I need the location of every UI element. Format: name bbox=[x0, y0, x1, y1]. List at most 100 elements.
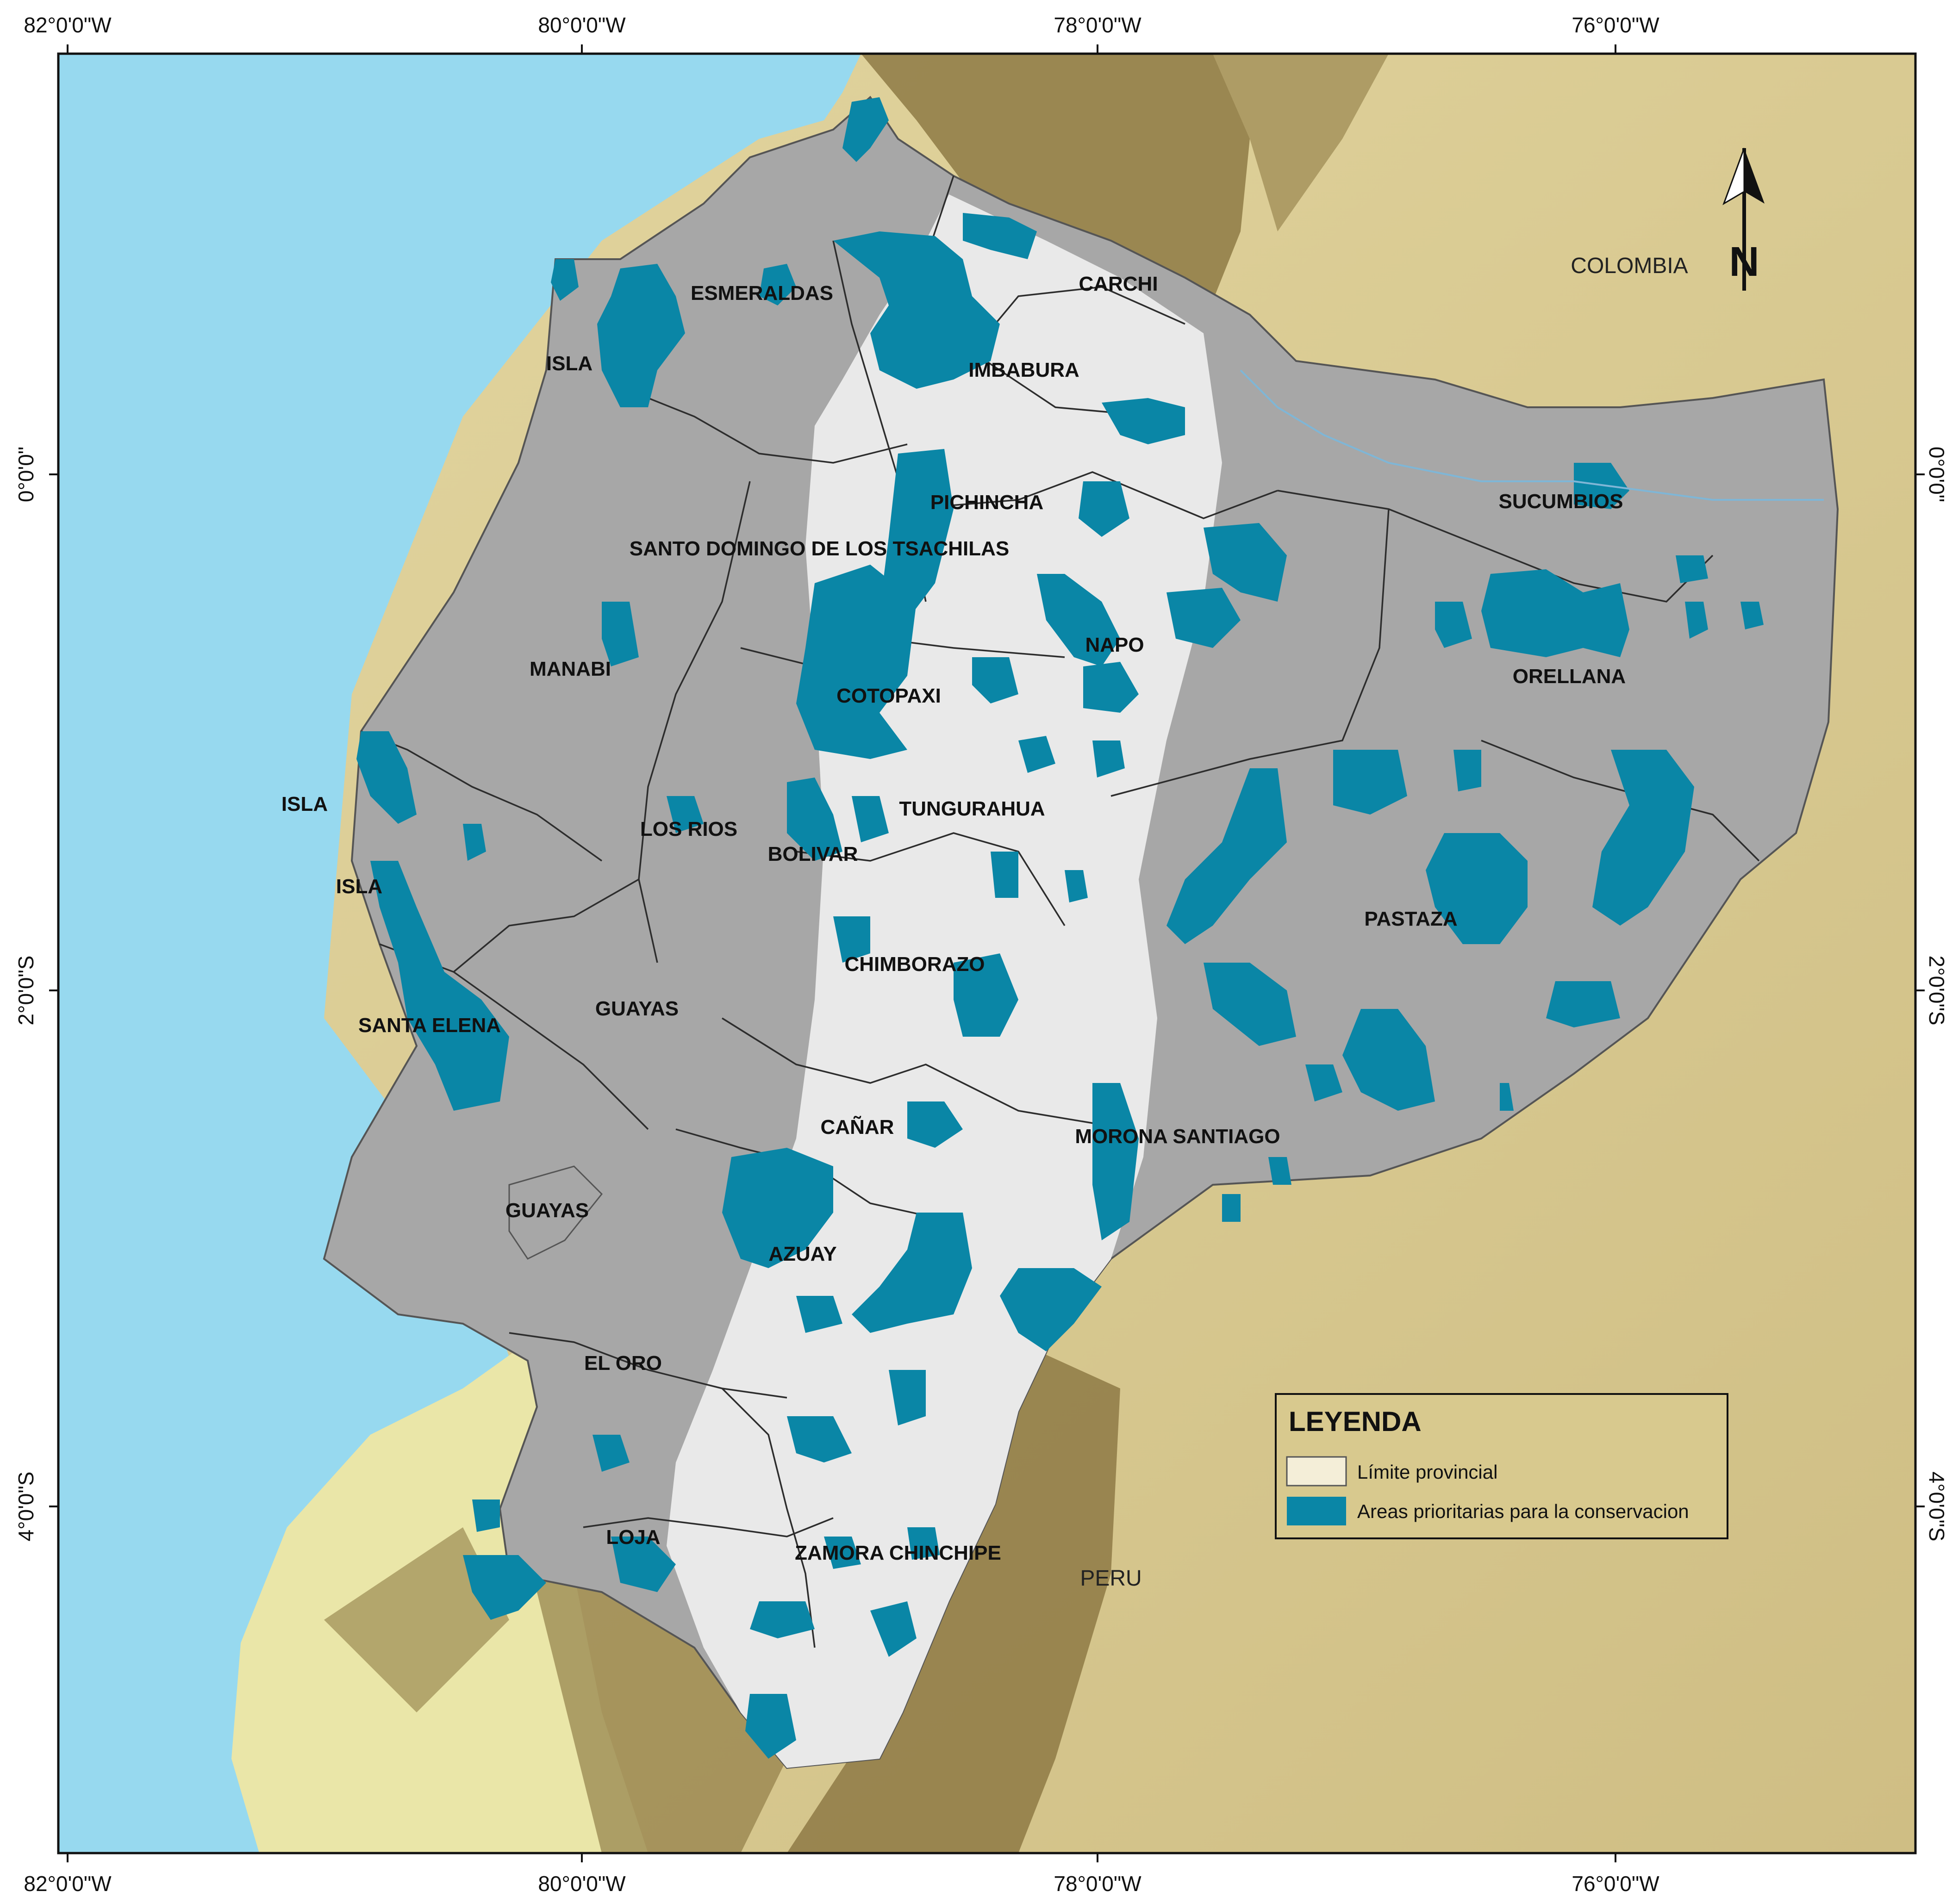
province-label: MANABI bbox=[530, 658, 611, 680]
priority-area bbox=[852, 796, 889, 842]
top-tick-label: 78°0'0"W bbox=[1054, 13, 1141, 37]
province-label: GUAYAS bbox=[505, 1199, 589, 1222]
priority-area bbox=[907, 1101, 963, 1148]
province-label: TUNGURAHUA bbox=[899, 797, 1045, 820]
priority-area bbox=[722, 1148, 833, 1268]
left-tick-label: 4°0'0"S bbox=[14, 1472, 38, 1542]
priority-area bbox=[463, 824, 486, 861]
priority-area bbox=[1305, 1064, 1342, 1101]
priority-area bbox=[1740, 602, 1764, 629]
north-arrow-head-outline bbox=[1722, 148, 1745, 205]
priority-area bbox=[1102, 398, 1185, 444]
province-label: MORONA SANTIAGO bbox=[1075, 1125, 1280, 1148]
priority-area bbox=[602, 602, 639, 666]
province-label: ORELLANA bbox=[1513, 665, 1626, 688]
province-label: EL ORO bbox=[584, 1352, 662, 1375]
legend-item-label: Areas prioritarias para la conservacion bbox=[1357, 1500, 1689, 1522]
right-tick-label: 4°0'0"S bbox=[1925, 1472, 1946, 1542]
country-label-colombia: COLOMBIA bbox=[1571, 254, 1688, 278]
priority-area bbox=[852, 1213, 972, 1333]
priority-area bbox=[1268, 1157, 1291, 1185]
province-label: LOJA bbox=[606, 1526, 660, 1549]
priority-area bbox=[1204, 523, 1287, 602]
river bbox=[1240, 369, 1824, 501]
priority-area bbox=[842, 97, 889, 162]
legend-box bbox=[1275, 1393, 1728, 1539]
province-label: ISLA bbox=[546, 352, 593, 375]
province-label: BOLIVAR bbox=[768, 843, 858, 865]
province-label: ESMERALDAS bbox=[691, 282, 833, 305]
province-label: IMBABURA bbox=[968, 359, 1079, 381]
priority-area bbox=[1092, 1083, 1139, 1240]
province-label: COTOPAXI bbox=[836, 684, 941, 707]
province-label: CHIMBORAZO bbox=[844, 953, 985, 976]
province-label: SANTO DOMINGO DE LOS TSACHILAS bbox=[630, 537, 1010, 560]
province-labels: ESMERALDAS CARCHI IMBABURA ISLA PICHINCH… bbox=[281, 273, 1626, 1564]
priority-area bbox=[1204, 963, 1296, 1046]
province-label: PICHINCHA bbox=[930, 491, 1043, 514]
gulf-of-guayaquil-island bbox=[508, 1165, 603, 1260]
province-label: PASTAZA bbox=[1364, 908, 1457, 930]
legend-swatch-provincial-limit bbox=[1286, 1456, 1347, 1487]
legend: LEYENDA Límite provincial Areas priorita… bbox=[1275, 1393, 1728, 1539]
priority-area bbox=[1166, 768, 1287, 944]
bottom-tick-label: 76°0'0"W bbox=[1572, 1872, 1659, 1896]
province-label: CARCHI bbox=[1079, 273, 1158, 295]
priority-area bbox=[870, 1601, 917, 1657]
province-label: SANTA ELENA bbox=[358, 1014, 501, 1037]
priority-area bbox=[787, 1416, 852, 1462]
priority-area bbox=[1166, 588, 1241, 648]
priority-area bbox=[796, 1296, 842, 1333]
priority-area bbox=[356, 731, 417, 824]
priority-area bbox=[1092, 740, 1125, 778]
province-label: SUCUMBIOS bbox=[1499, 490, 1623, 513]
priority-conservation-areas bbox=[356, 97, 1764, 1759]
priority-area bbox=[1676, 555, 1708, 583]
priority-area bbox=[787, 778, 842, 861]
legend-swatch-priority-areas bbox=[1287, 1497, 1346, 1525]
top-tick-label: 80°0'0"W bbox=[538, 13, 626, 37]
priority-area bbox=[907, 1527, 940, 1560]
province-label: NAPO bbox=[1085, 634, 1144, 656]
north-arrow-letter: N bbox=[1729, 239, 1759, 285]
priority-area bbox=[889, 1370, 926, 1425]
priority-area bbox=[1426, 833, 1528, 944]
left-tick-label: 0°0'0" bbox=[14, 447, 38, 502]
priority-area bbox=[796, 565, 917, 759]
priority-area bbox=[472, 1500, 500, 1532]
priority-area bbox=[1546, 981, 1620, 1027]
priority-area bbox=[963, 213, 1037, 259]
priority-area bbox=[759, 264, 796, 305]
priority-area bbox=[1685, 602, 1708, 639]
priority-area bbox=[954, 953, 1018, 1037]
priority-area bbox=[1481, 569, 1629, 657]
priority-area bbox=[1079, 481, 1129, 537]
priority-area bbox=[1435, 602, 1472, 648]
priority-area bbox=[593, 1435, 630, 1472]
priority-area bbox=[1037, 574, 1120, 666]
priority-area bbox=[1222, 1194, 1241, 1222]
bottom-tick-label: 78°0'0"W bbox=[1054, 1872, 1141, 1896]
bottom-tick-label: 80°0'0"W bbox=[538, 1872, 626, 1896]
north-arrow-head bbox=[1744, 148, 1765, 204]
priority-area bbox=[833, 916, 870, 963]
priority-area bbox=[879, 449, 954, 620]
priority-area bbox=[1333, 750, 1407, 815]
province-label: AZUAY bbox=[768, 1243, 837, 1265]
province-label: ZAMORA CHINCHIPE bbox=[795, 1542, 1001, 1564]
priority-area bbox=[745, 1694, 796, 1759]
graticule-ticks bbox=[49, 44, 1925, 1862]
map-body bbox=[58, 54, 1915, 1853]
left-tick-label: 2°0'0"S bbox=[14, 956, 38, 1026]
priority-area bbox=[833, 231, 1000, 389]
pacific-ocean bbox=[58, 54, 861, 1853]
priority-area bbox=[824, 1537, 861, 1569]
province-label: ISLA bbox=[281, 793, 328, 815]
province-label: LOS RIOS bbox=[640, 818, 737, 840]
priority-area bbox=[1018, 736, 1055, 773]
right-tick-label: 2°0'0"S bbox=[1925, 956, 1946, 1026]
priority-area bbox=[1065, 870, 1088, 902]
country-label-peru: PERU bbox=[1080, 1566, 1141, 1591]
